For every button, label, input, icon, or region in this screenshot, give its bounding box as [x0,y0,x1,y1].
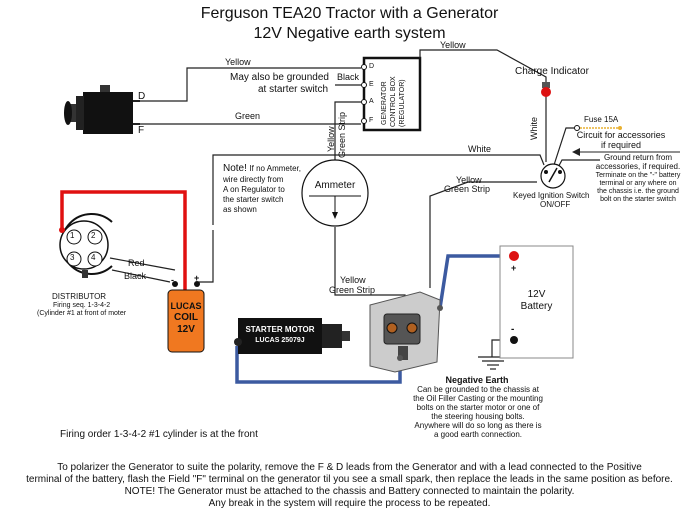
regulator-terminal-a: A [369,98,374,105]
ignition-switch [540,163,566,189]
footer-line-1: To polarizer the Generator to suite the … [57,462,642,473]
coil-label-1: LUCAS [170,301,202,311]
regulator-terminal-d: D [369,63,375,70]
label-distributor: DISTRIBUTOR [52,292,107,301]
coil-label-2: COIL [174,312,198,323]
regulator-terminal-e: E [369,81,374,88]
label-cylinder-note: (Cylinder #1 at front of moter [37,310,127,317]
fuse [574,125,622,131]
regulator-label-3: (REGULATOR) [399,79,406,127]
title-line-2: 12V Negative earth system [253,25,446,42]
starter-switch [369,291,443,373]
battery-label-2: Battery [520,301,553,312]
regulator-terminal-f: F [369,117,374,124]
footer-line-3: NOTE! The Generator must be attached to … [124,486,575,497]
generator [64,85,140,134]
label-firing-seq: Firing seq. 1-3-4-2 [53,302,111,309]
note-line-1: Note! If no Ammeter, [223,163,301,175]
wires [109,49,600,370]
lucas-coil [167,281,205,353]
label-green-strip-starter: Green Strip [329,285,376,295]
note-line-2: wire directly from [223,175,284,184]
coil-label-3: 12V [177,324,195,335]
note-bold: Note! [223,163,247,174]
note-line-3: A on Regulator to [223,185,285,194]
neg-earth-line-5: Anywhere will do so long as there is [414,421,542,430]
neg-earth-line-3: bolts on the starter motor or one of [416,403,540,412]
label-keyed-switch-2: ON/OFF [540,200,571,209]
battery-plus: + [511,263,517,273]
dist-terminal-2: 2 [91,231,96,240]
label-yellow-top: Yellow [440,40,466,50]
battery-minus: - [511,324,515,335]
label-circuit-1: Circuit for accessories [576,130,666,140]
label-ground-return-2: accessories, if required. [595,162,681,171]
neg-earth-line-4: the steering housing bolts. [431,412,525,421]
regulator-label-2: CONTROL BOX [390,76,397,127]
label-ground-return-1: Ground return from [603,153,673,162]
label-charge-indicator: Charge Indicator [515,66,589,77]
label-keyed-switch-1: Keyed Ignition Switch [513,191,590,200]
coil-minus: - [171,275,174,285]
ground-return-arrow [572,148,680,156]
label-yellow-vert: Yellow [326,126,336,152]
regulator-label-1: GENERATOR [381,81,388,125]
neg-earth-line-2: the Oil Filler Casting or the mounting [413,394,543,403]
label-ground-return-5: the chassis i.e. the ground [597,188,679,195]
footer-line-4: Any break in the system will require the… [208,498,491,509]
label-circuit-2: if required [600,140,642,150]
label-firing-order: Firing order 1-3-4-2 #1 cylinder is at t… [60,429,258,440]
label-green-strip-gs: Green Strip [444,184,491,194]
label-grounded-1: May also be grounded [230,72,329,83]
neg-earth-line-1: Can be grounded to the chassis at [417,385,539,394]
charge-indicator-lamp [541,82,551,97]
distributor [59,213,113,278]
label-ammeter: Ammeter [314,180,356,191]
label-black: Black [337,72,360,82]
generator-terminal-d: D [138,91,146,102]
label-yellow-starter: Yellow [340,275,366,285]
generator-terminal-f: F [138,125,145,136]
label-yellow-gs: Yellow [456,175,482,185]
note-line-5: as shown [223,205,257,214]
note-text-1: If no Ammeter, [249,164,301,173]
red-wires [60,190,187,290]
title-line-1: Ferguson TEA20 Tractor with a Generator [200,5,499,22]
neg-earth-line-6: a good earth connection. [433,430,523,439]
starter-label-2: LUCAS 25079J [255,337,305,344]
label-white-horizontal: White [468,144,492,154]
label-white-vert: White [529,116,539,140]
battery-label-1: 12V [527,289,546,300]
starter-motor [234,318,350,354]
ammeter [301,159,369,227]
label-green: Green [235,111,261,121]
label-grounded-2: at starter switch [258,84,329,95]
label-red: Red [128,258,145,268]
dist-terminal-1: 1 [70,231,75,240]
label-ground-return-4: terminal or any where on [599,180,677,187]
label-yellow-gen: Yellow [225,57,251,67]
regulator-box [361,56,422,132]
neg-earth-title: Negative Earth [445,375,509,385]
dist-terminal-4: 4 [91,253,96,262]
dist-terminal-3: 3 [70,253,75,262]
footer-line-2: terminal of the battery, flash the Field… [26,474,673,485]
note-line-4: the starter switch [223,195,284,204]
label-green-strip-vert: Green Strip [337,111,347,158]
label-black-dist: Black [124,271,147,281]
label-ground-return-6: bolt on the starter switch [600,196,676,203]
label-ground-return-3: Terminate on the "-" battery [595,172,681,179]
label-fuse: Fuse 15A [584,115,619,124]
coil-plus: + [194,273,200,283]
starter-label-1: STARTER MOTOR [245,325,315,334]
battery [499,245,574,359]
